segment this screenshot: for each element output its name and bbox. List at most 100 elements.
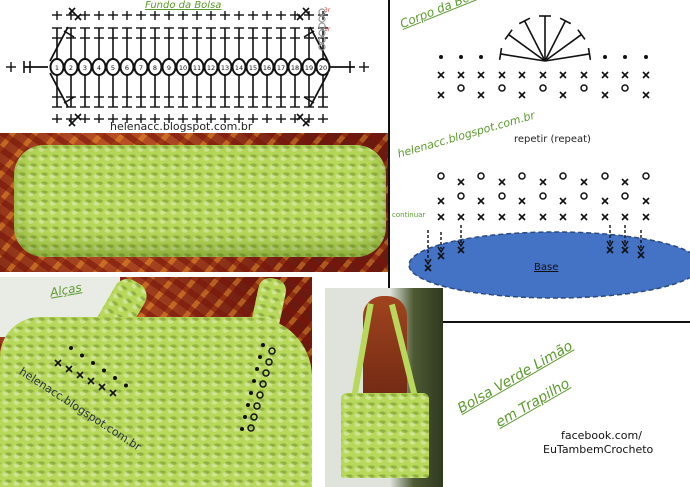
chain-stitch-icon <box>247 424 255 432</box>
slip-stitch-icon <box>243 415 247 419</box>
single-crochet-icon <box>437 197 445 205</box>
slip-stitch-icon <box>124 383 128 388</box>
stitch-number: 4 <box>97 64 101 72</box>
handles-photo: Alças helenacc.blogspot.com.br <box>0 277 312 487</box>
chain-stitch-icon <box>477 172 485 180</box>
slip-stitch-icon <box>479 55 483 59</box>
stitch-number: 12 <box>207 64 215 72</box>
single-crochet-icon <box>559 71 567 79</box>
stitch-crossbar <box>303 96 315 104</box>
chain-stitch-icon <box>250 413 258 421</box>
single-crochet-icon <box>580 71 588 79</box>
slip-stitch-icon <box>249 391 253 395</box>
chain-stitch-icon <box>580 192 588 200</box>
chain-stitch-icon <box>642 172 650 180</box>
stitch-number: 13 <box>221 64 229 72</box>
chain-label-2: 1r <box>324 26 331 33</box>
turning-chain-icon <box>318 22 326 30</box>
stitch-crossbar <box>587 47 592 61</box>
chain-stitch-icon <box>518 172 526 180</box>
stitch-crossbar <box>559 17 572 25</box>
chain-stitch-icon <box>601 172 609 180</box>
bag-bottom-photo <box>0 133 388 272</box>
single-crochet-icon <box>642 91 650 99</box>
slip-stitch-icon <box>240 427 244 431</box>
stitch-number-oval <box>315 58 331 76</box>
single-crochet-icon <box>580 178 588 186</box>
single-crochet-icon <box>98 383 106 391</box>
arrow-head-icon <box>606 240 614 248</box>
arrow-head-icon <box>637 245 645 253</box>
chain-stitch-icon <box>498 192 506 200</box>
corner-double-crochet <box>309 72 329 108</box>
slip-stitch-icon <box>439 55 443 59</box>
chain-stitch-icon <box>621 192 629 200</box>
chain-stitch-icon <box>539 192 547 200</box>
single-crochet-icon <box>601 71 609 79</box>
chain-stitch-icon <box>580 84 588 92</box>
continue-label: continuar <box>392 211 426 219</box>
stitch-number: 2 <box>69 64 73 72</box>
fan-double-crochet <box>508 33 546 62</box>
fan-double-crochet <box>544 33 582 62</box>
single-crochet-icon <box>601 91 609 99</box>
stitch-number: 5 <box>111 64 115 72</box>
slip-stitch-icon <box>258 355 262 359</box>
chain-stitch-icon <box>262 369 270 377</box>
stitch-crossbar <box>63 96 75 104</box>
corner-single-crochet-icon <box>296 13 304 21</box>
slip-stitch-icon <box>102 368 106 373</box>
slip-stitch-icon <box>261 343 265 347</box>
handle-stitch-overlay <box>54 343 276 432</box>
single-crochet-icon <box>437 91 445 99</box>
stitch-number: 16 <box>263 64 271 72</box>
slip-stitch-icon <box>644 55 648 59</box>
stitch-number: 3 <box>83 64 87 72</box>
slip-stitch-icon <box>603 55 607 59</box>
single-crochet-icon <box>601 213 609 221</box>
arrow-head-icon <box>437 246 445 254</box>
finished-bag-photo <box>325 288 443 487</box>
stitch-number: 18 <box>291 64 299 72</box>
single-crochet-icon <box>457 71 465 79</box>
turning-chain-icon <box>318 43 326 51</box>
stitch-number: 19 <box>305 64 313 72</box>
arrow-head-icon <box>457 240 465 248</box>
single-crochet-icon <box>559 91 567 99</box>
corner-single-crochet-icon <box>302 119 310 127</box>
single-crochet-icon <box>621 213 629 221</box>
stitch-crossbar <box>504 29 513 40</box>
slip-stitch-icon <box>113 376 117 380</box>
single-crochet-icon <box>477 213 485 221</box>
stitch-number: 6 <box>125 64 129 72</box>
single-crochet-icon <box>621 246 629 254</box>
caption-panel: Bolsa Verde Limão em Trapilho facebook.c… <box>445 325 690 487</box>
facebook-line1: facebook.com/ <box>561 429 642 442</box>
bag-body <box>341 393 429 478</box>
chain-stitch-icon <box>457 192 465 200</box>
turning-chain-icon <box>318 36 326 44</box>
facebook-line2: EuTambemCrocheto <box>543 443 654 456</box>
single-crochet-icon <box>109 389 117 397</box>
single-crochet-icon <box>606 246 614 254</box>
base-ellipse <box>408 231 690 299</box>
single-crochet-icon <box>518 91 526 99</box>
single-crochet-icon <box>457 213 465 221</box>
slip-stitch-icon <box>252 379 256 383</box>
base-label: Base <box>534 262 559 273</box>
single-crochet-icon <box>437 71 445 79</box>
single-crochet-icon <box>518 71 526 79</box>
single-crochet-icon <box>559 213 567 221</box>
arrow-head-icon <box>424 258 432 266</box>
single-crochet-icon <box>559 197 567 205</box>
chain-stitch-icon <box>621 84 629 92</box>
single-crochet-icon <box>65 365 73 373</box>
single-crochet-icon <box>621 71 629 79</box>
chain-stitch-icon <box>539 84 547 92</box>
stitch-number: 17 <box>277 64 285 72</box>
chain-label-1: 3r <box>324 7 331 14</box>
chain-stitch-icon <box>457 84 465 92</box>
single-crochet-icon <box>621 178 629 186</box>
